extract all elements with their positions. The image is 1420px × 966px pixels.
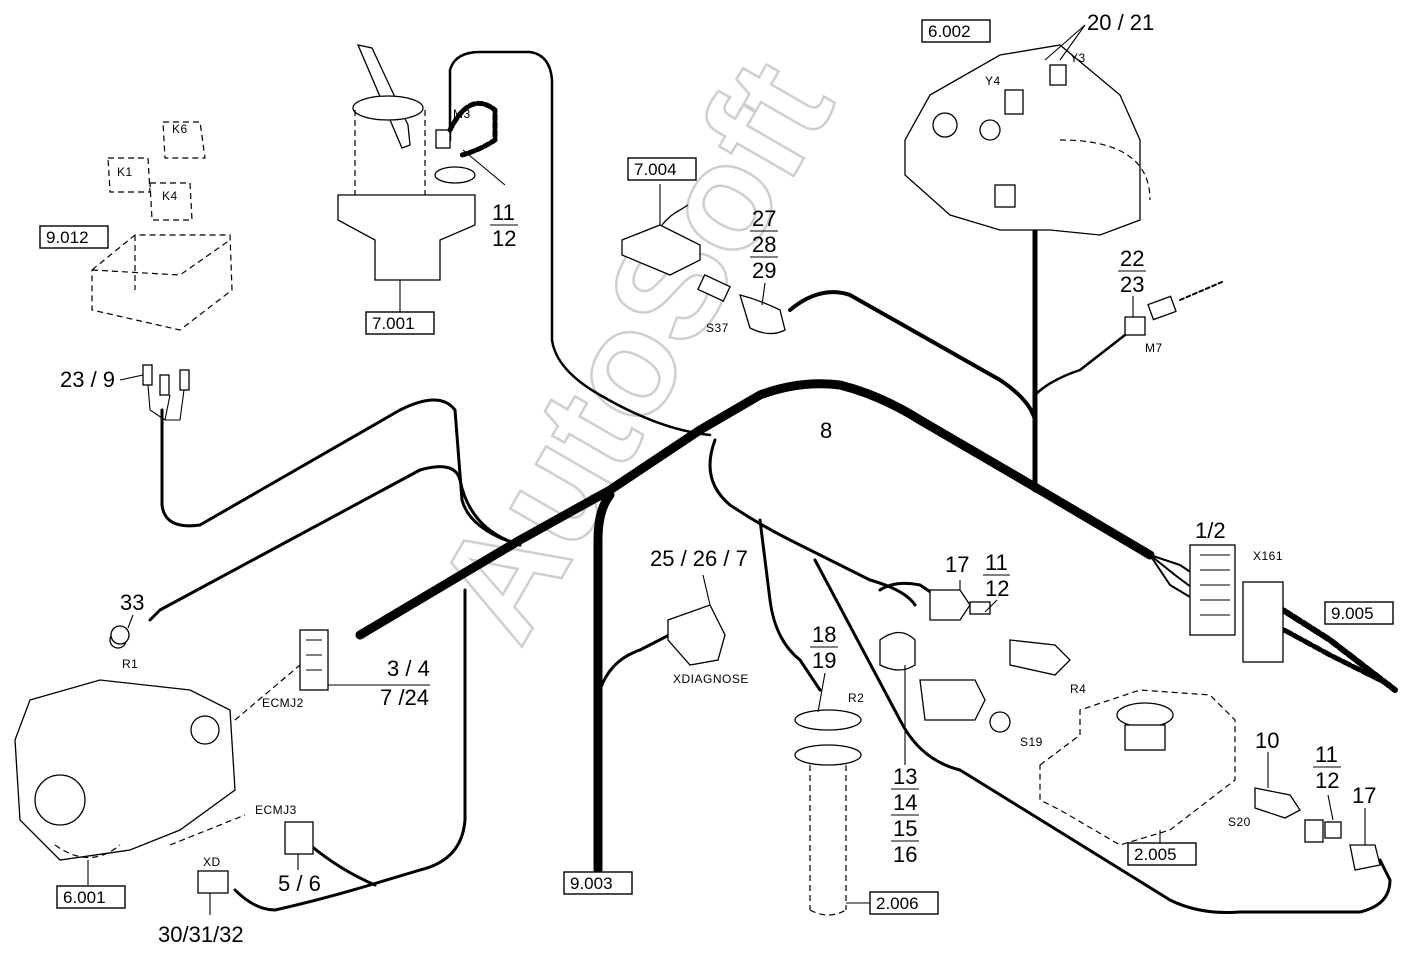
xdiagnose-connector: XDIAGNOSE (667, 574, 749, 686)
ref-2006: 2.006 (869, 891, 939, 915)
injection-pump-6002: Y4 Y3 (904, 44, 1151, 236)
ref-7004: 7.004 (627, 157, 697, 181)
callout-30-31-32: 30/31/32 (158, 922, 244, 947)
ecmj3-connector: ECMJ3 (255, 803, 314, 870)
y3-label: Y3 (1070, 51, 1086, 65)
callout-10: 10 (1255, 728, 1279, 753)
callout-18: 18 (812, 622, 836, 647)
k4-label: K4 (162, 189, 178, 203)
callout-14: 14 (893, 790, 917, 815)
callout-28: 28 (752, 232, 776, 257)
connector-23-9 (142, 364, 190, 421)
sensor-17-upper (929, 580, 991, 621)
svg-text:9.012: 9.012 (46, 228, 89, 247)
callout-1-2: 1/2 (1195, 518, 1226, 543)
callout-7-24: 7 /24 (380, 685, 429, 710)
svg-text:9.005: 9.005 (1331, 604, 1374, 623)
svg-text:2.005: 2.005 (1134, 845, 1177, 864)
svg-text:6.002: 6.002 (928, 22, 971, 41)
callout-23-9: 23 / 9 (60, 367, 115, 392)
xd-label: XD (203, 855, 221, 869)
callouts: 20 / 21 11 12 27 28 29 22 23 23 / 9 8 1/… (60, 10, 1376, 947)
callout-15: 15 (893, 816, 917, 841)
ecmj2-connector: ECMJ2 (262, 629, 430, 710)
k1-label: K1 (117, 165, 133, 179)
y4-label: Y4 (985, 74, 1001, 88)
callout-17a: 17 (945, 552, 969, 577)
m7-label: M7 (1145, 341, 1163, 355)
ref-9003: 9.003 (563, 871, 633, 895)
r1-label: R1 (122, 657, 138, 671)
svg-text:7.004: 7.004 (634, 160, 677, 179)
callout-12a: 12 (492, 226, 516, 251)
callout-5-6: 5 / 6 (278, 871, 321, 896)
sensor-r4: R4 (1009, 639, 1086, 696)
s37-label: S37 (706, 321, 729, 335)
fuel-sender-2006: R2 (794, 691, 870, 916)
r2-label: R2 (848, 691, 864, 705)
k6-label: K6 (172, 122, 188, 136)
callout-8: 8 (820, 418, 832, 443)
callout-12c: 12 (1315, 768, 1339, 793)
callout-17b: 17 (1352, 783, 1376, 808)
callout-23: 23 (1120, 272, 1144, 297)
callout-33: 33 (120, 590, 144, 615)
callout-20-21: 20 / 21 (1087, 10, 1154, 35)
m7-connector: M7 (1124, 295, 1177, 355)
s20-label: S20 (1228, 815, 1251, 829)
starter-motor-7001: M3 (337, 44, 506, 312)
svg-text:7.001: 7.001 (372, 314, 415, 333)
ecmj2-label: ECMJ2 (262, 696, 304, 710)
callout-12b: 12 (985, 576, 1009, 601)
r4-label: R4 (1070, 682, 1086, 696)
s19-label: S19 (1020, 735, 1043, 749)
svg-text:9.003: 9.003 (570, 874, 613, 893)
callout-11a: 11 (492, 200, 515, 225)
callout-3-4: 3 / 4 (387, 656, 430, 681)
svg-text:6.001: 6.001 (63, 888, 106, 907)
callout-11b: 11 (985, 550, 1008, 575)
sensor-group-13-16: S19 (879, 631, 1043, 765)
callout-16: 16 (893, 842, 917, 867)
x161-connector: X161 (1189, 544, 1284, 663)
valve-block-2005 (1039, 689, 1236, 848)
ref-7001: 7.001 (365, 311, 435, 335)
ref-9005: 9.005 (1324, 601, 1394, 625)
sensor-bracket-7004: S37 (621, 184, 786, 335)
ref-9012: 9.012 (39, 225, 109, 249)
callout-13: 13 (893, 764, 917, 789)
engine-6001: R1 (14, 631, 301, 885)
ref-2005: 2.005 (1127, 842, 1197, 866)
ref-6002: 6.002 (921, 19, 991, 43)
callout-29: 29 (752, 258, 776, 283)
ring-terminal-33 (110, 614, 134, 645)
callout-25-26-7: 25 / 26 / 7 (650, 546, 748, 571)
x161-label: X161 (1253, 549, 1283, 563)
callout-22: 22 (1120, 246, 1144, 271)
xdiagnose-label: XDIAGNOSE (673, 672, 749, 686)
callout-19: 19 (812, 648, 836, 673)
sensor-s20: S20 (1228, 752, 1381, 871)
ecmj3-label: ECMJ3 (255, 803, 297, 817)
callout-27: 27 (752, 206, 776, 231)
ref-6001: 6.001 (56, 885, 126, 909)
svg-text:2.006: 2.006 (876, 894, 919, 913)
relay-group: K6 K1 K4 (91, 121, 233, 331)
xd-connector: XD (197, 855, 229, 915)
callout-11c: 11 (1315, 742, 1338, 767)
